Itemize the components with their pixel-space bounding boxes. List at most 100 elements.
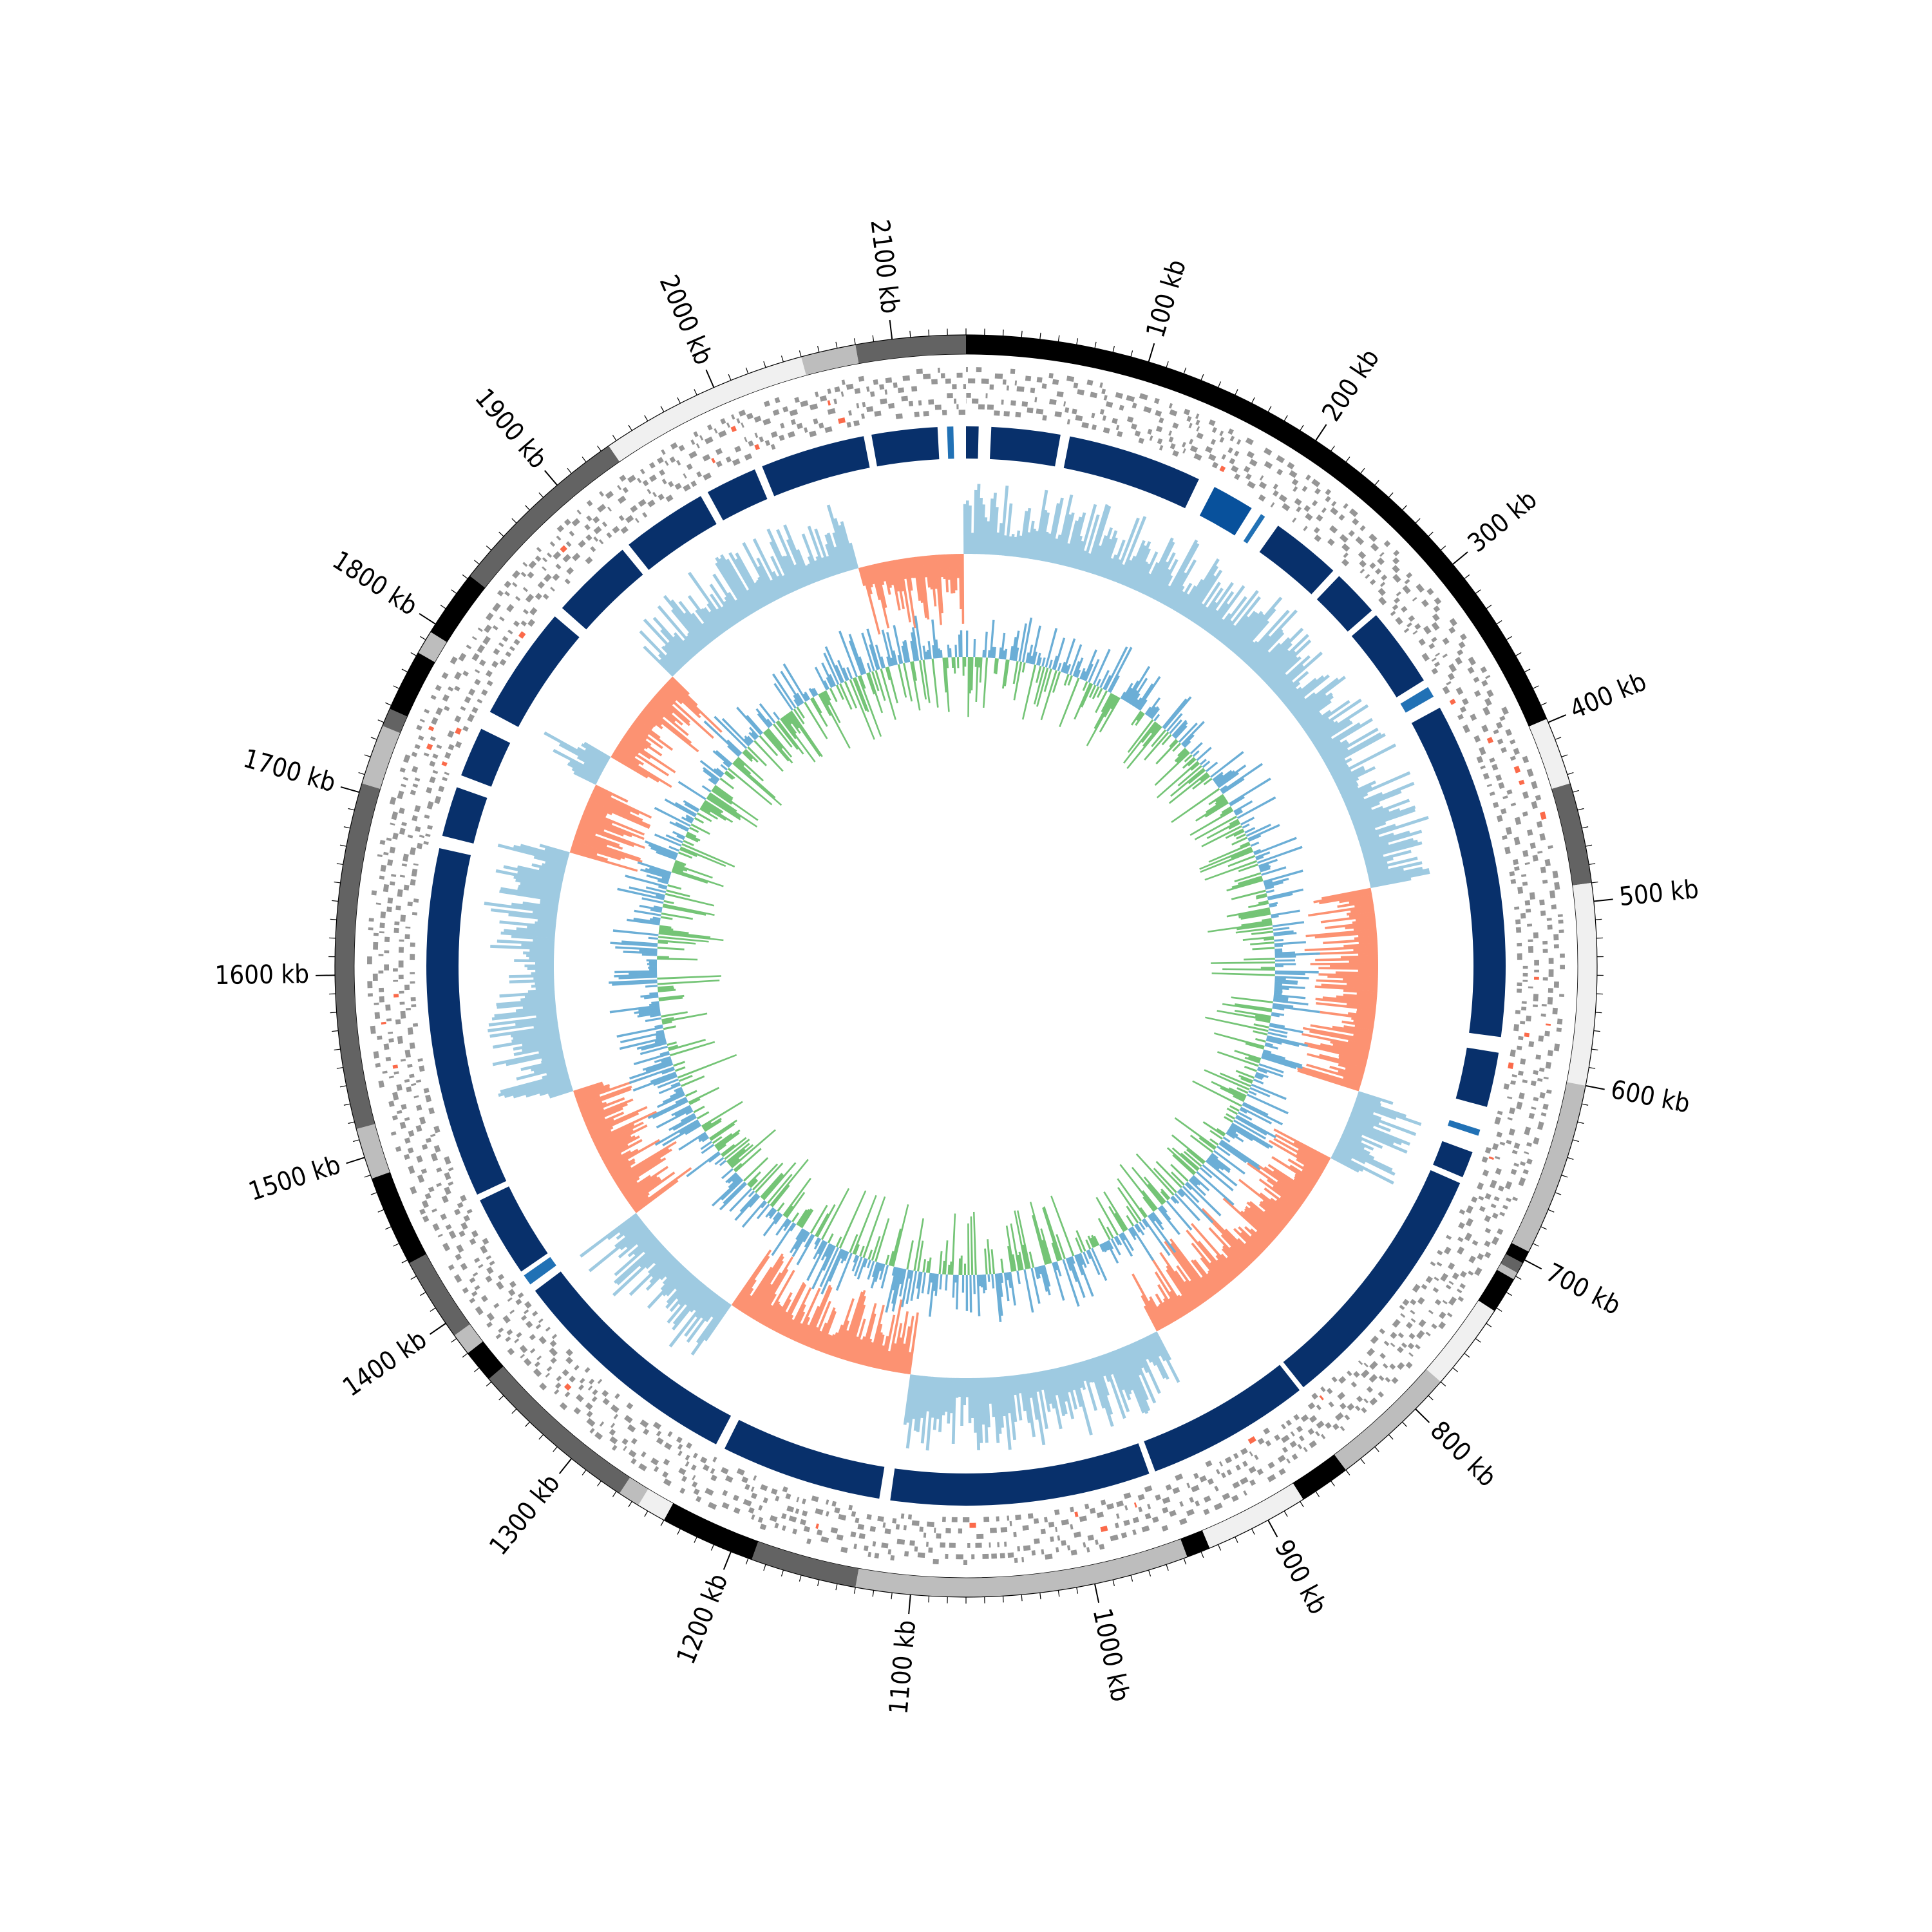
gc-content-bar (647, 703, 665, 719)
gene-feature (584, 1367, 591, 1373)
gc-content-bar (1224, 615, 1249, 647)
gc-skew-bar (1228, 1127, 1236, 1133)
gc-skew-bar (800, 1209, 814, 1229)
gene-feature (493, 648, 500, 656)
gene-feature (706, 424, 713, 431)
gc-skew-bar (1090, 1237, 1097, 1247)
gc-skew-bar (729, 1188, 753, 1212)
gene-feature (830, 1527, 838, 1534)
gc-skew-bar (614, 970, 658, 974)
gc-content-bar (670, 609, 705, 649)
gc-skew-bar (916, 1271, 923, 1300)
gene-feature (1458, 1222, 1465, 1229)
gene-feature (1522, 811, 1528, 817)
gene-feature (486, 680, 493, 687)
gc-skew-bar (1189, 1134, 1214, 1153)
gc-content-bar (1353, 808, 1401, 828)
gc-skew-bar (993, 647, 996, 659)
gc-skew-bar (1043, 1206, 1063, 1261)
gc-skew-bar (928, 1273, 936, 1317)
gc-skew-bar (1147, 1215, 1177, 1253)
gc-skew-bar (1262, 918, 1272, 922)
gene-feature (1558, 929, 1564, 933)
gc-skew-bar (703, 769, 719, 782)
gene-feature (1291, 1454, 1298, 1461)
gc-content-bar (1143, 1305, 1159, 1332)
gene-feature (652, 1421, 661, 1430)
gene-feature (1099, 1544, 1105, 1550)
gene-feature (1258, 494, 1266, 502)
gc-content-bar (1180, 578, 1204, 616)
gc-content-bar (591, 1129, 612, 1141)
gc-skew-bar (1237, 1112, 1253, 1121)
gene-feature (840, 1546, 848, 1553)
gene-feature (1363, 1398, 1368, 1404)
gc-content-bar (753, 1256, 794, 1321)
gene-feature (1331, 1376, 1338, 1383)
gc-skew-bar (749, 1179, 759, 1188)
gc-content-bar (1349, 801, 1381, 817)
gc-skew-bar (1168, 772, 1208, 804)
gc-content-bar (985, 521, 990, 554)
gc-skew-bar (888, 1251, 895, 1266)
gc-content-bar (716, 608, 732, 629)
gc-content-bar (1321, 887, 1372, 900)
gc-skew-bar (1236, 796, 1276, 819)
gene-feature (911, 1520, 920, 1526)
gc-content-bar (573, 1081, 603, 1094)
gene-feature (647, 499, 656, 507)
gc-skew-bar (837, 659, 848, 681)
gc-skew-bar (1070, 1256, 1075, 1264)
gc-skew-bar (1225, 828, 1244, 839)
gc-content-bar (577, 1094, 600, 1105)
gene-feature (1539, 1067, 1545, 1072)
gc-skew-bar (1150, 708, 1160, 719)
gc-skew-bar (677, 1054, 737, 1079)
gene-feature (881, 1542, 889, 1549)
gc-content-bar (1326, 733, 1386, 768)
gc-content-bar (641, 709, 663, 726)
gc-skew-bar (1274, 983, 1282, 986)
gc-skew-bar (828, 1249, 844, 1282)
gc-skew-bar (1139, 699, 1148, 711)
gc-content-bar (652, 616, 692, 660)
gene-feature (1528, 946, 1534, 953)
gc-skew-bar (785, 1191, 806, 1218)
gene-feature (914, 412, 920, 417)
gene-feature (404, 1137, 411, 1144)
gene-feature (1348, 530, 1355, 537)
homology-block (724, 1419, 885, 1499)
gene-feature (769, 1515, 778, 1522)
gc-skew-bar (794, 1230, 808, 1250)
gc-skew-bar (679, 848, 697, 857)
gc-skew-bar (1103, 1191, 1128, 1231)
gene-feature (1007, 1515, 1010, 1521)
gene-feature (498, 1327, 504, 1333)
gene-feature (1307, 1428, 1315, 1435)
gene-feature (462, 670, 469, 677)
gene-feature (1203, 1495, 1211, 1503)
gene-feature (480, 1245, 488, 1254)
gene-feature (454, 671, 462, 680)
gene-feature (1214, 1485, 1219, 1492)
gene-feature (1305, 513, 1313, 521)
gc-skew-bar (1171, 719, 1188, 737)
gene-feature (928, 399, 934, 405)
gc-content-bar (662, 1264, 683, 1285)
gc-content-bar (498, 1074, 569, 1097)
gene-feature (1547, 997, 1553, 1005)
gc-content-bar (1014, 530, 1021, 557)
gc-skew-bar (930, 1273, 934, 1283)
gc-skew-bar (885, 667, 891, 681)
gc-content-bar (618, 742, 669, 777)
gene-feature (432, 1223, 440, 1231)
gc-skew-bar (657, 958, 698, 961)
gc-content-bar (1338, 781, 1358, 792)
gc-skew-bar (759, 735, 779, 757)
gene-feature (371, 890, 377, 896)
gc-skew-bar (827, 1233, 834, 1244)
gene-feature (1265, 1440, 1272, 1447)
gc-skew-bar (670, 1081, 681, 1088)
gc-skew-bar (1099, 1244, 1105, 1253)
gene-feature (720, 418, 726, 425)
